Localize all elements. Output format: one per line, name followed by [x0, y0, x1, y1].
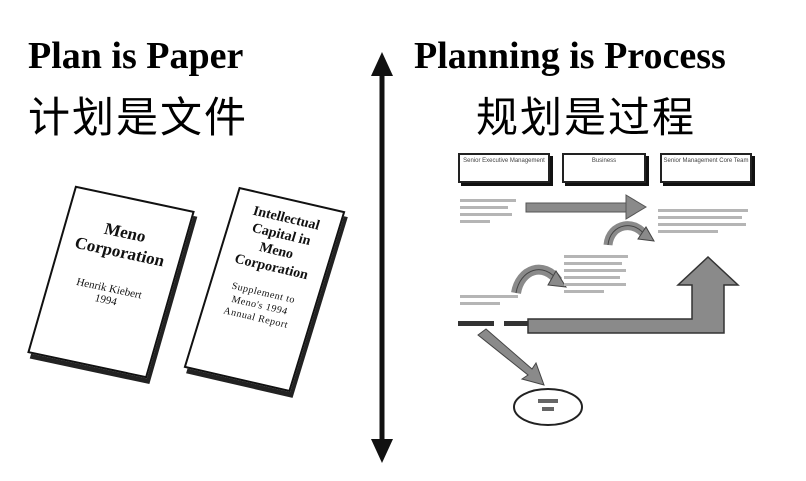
left-title-en: Plan is Paper — [28, 35, 244, 77]
left-title-zh: 计划是文件 — [28, 93, 249, 142]
document-title: Meno Corporation — [72, 219, 167, 271]
curved-arrow-icon — [511, 264, 567, 295]
horizontal-arrow-icon — [525, 194, 647, 220]
document-subtitle: Supplement to Meno's 1994 Annual Report — [222, 280, 297, 331]
right-title-zh: 规划是过程 — [476, 93, 697, 142]
double-arrow-icon — [371, 52, 393, 463]
curved-arrow-icon — [603, 221, 655, 246]
right-title-en: Planning is Process — [414, 35, 726, 77]
diagonal-arrow-icon — [477, 328, 545, 386]
process-box-senior-executive: Senior Executive Management — [458, 153, 550, 183]
process-diagram-graphics — [458, 194, 748, 426]
document-subtitle: Henrik Kiebert 1994 — [74, 276, 144, 309]
process-box-senior-management: Senior Management Core Team — [660, 153, 752, 183]
process-box-business: Business — [562, 153, 646, 183]
l-shaped-up-arrow-icon — [527, 255, 740, 334]
document-title: Intellectual Capital in Meno Corporation — [232, 203, 322, 284]
document-intellectual-capital: Intellectual Capital in Meno Corporation… — [183, 186, 346, 393]
document-meno-corporation: Meno Corporation Henrik Kiebert 1994 — [27, 185, 195, 379]
